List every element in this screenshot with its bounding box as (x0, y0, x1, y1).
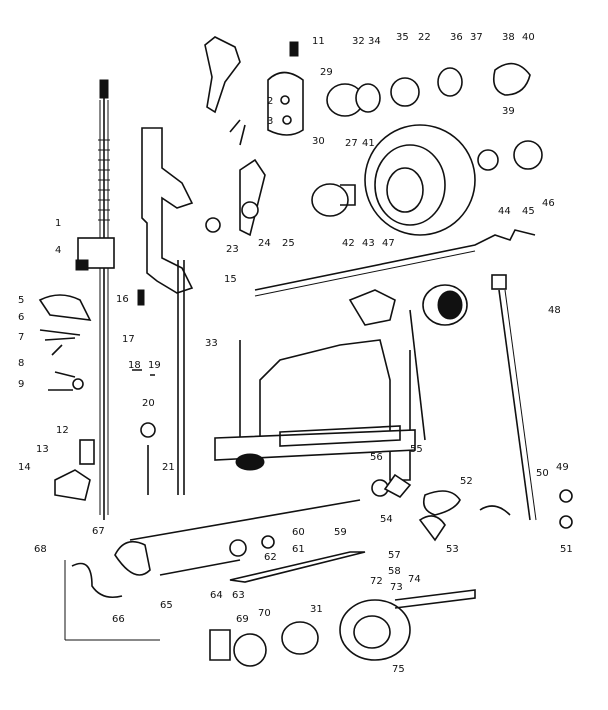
label-p42: 42 (342, 238, 355, 249)
label-p50: 50 (536, 468, 549, 479)
label-p4: 4 (55, 245, 61, 256)
label-p72: 72 (370, 576, 383, 587)
label-p37: 37 (470, 32, 483, 43)
label-p13: 13 (36, 444, 49, 455)
label-p69: 69 (236, 614, 249, 625)
label-p24: 24 (258, 238, 271, 249)
label-p43: 43 (362, 238, 375, 249)
label-p41: 41 (362, 138, 375, 149)
label-p40: 40 (522, 32, 535, 43)
label-p66: 66 (112, 614, 125, 625)
label-p23: 23 (226, 244, 239, 255)
main-shaft (254, 229, 536, 297)
label-p20: 20 (142, 398, 155, 409)
machine-frame (214, 284, 468, 481)
label-p18: 18 (128, 360, 141, 371)
label-p47: 47 (382, 238, 395, 249)
label-p3: 3 (267, 116, 273, 127)
label-p46: 46 (542, 198, 555, 209)
label-p7: 7 (18, 332, 24, 343)
label-p65: 65 (160, 600, 173, 611)
connecting-rod (491, 274, 573, 529)
label-p21: 21 (162, 462, 175, 473)
part-labels: 1 2 3 4 5 6 7 8 9 11 12 13 14 15 16 17 1… (18, 32, 573, 675)
crank-and-handwheel (205, 124, 543, 237)
label-p29: 29 (320, 67, 333, 78)
label-p19: 19 (148, 360, 161, 371)
label-p38: 38 (502, 32, 515, 43)
label-p17: 17 (122, 334, 135, 345)
label-p64: 64 (210, 590, 223, 601)
label-p75: 75 (392, 664, 405, 675)
label-p60: 60 (292, 527, 305, 538)
label-p61: 61 (292, 544, 305, 555)
lower-shaft (114, 473, 511, 576)
label-p48: 48 (548, 305, 561, 316)
label-p70: 70 (258, 608, 271, 619)
label-p52: 52 (460, 476, 473, 487)
label-p67: 67 (92, 526, 105, 537)
label-p39: 39 (502, 106, 515, 117)
feed-rod (71, 535, 366, 599)
label-p8: 8 (18, 358, 24, 369)
label-p54: 54 (380, 514, 393, 525)
label-p49: 49 (556, 462, 569, 473)
label-p34: 34 (368, 36, 381, 47)
label-p57: 57 (388, 550, 401, 561)
label-p11: 11 (312, 36, 325, 47)
label-p6: 6 (18, 312, 24, 323)
presser-bar-assembly (38, 79, 115, 520)
label-p2: 2 (267, 96, 273, 107)
label-p63: 63 (232, 590, 245, 601)
label-p53: 53 (446, 544, 459, 555)
label-p36: 36 (450, 32, 463, 43)
label-p55: 55 (410, 444, 423, 455)
label-p5: 5 (18, 295, 24, 306)
label-p32: 32 (352, 36, 365, 47)
label-p73: 73 (390, 582, 403, 593)
label-p68: 68 (34, 544, 47, 555)
label-p44: 44 (498, 206, 511, 217)
label-p1: 1 (55, 218, 61, 229)
label-p58: 58 (388, 566, 401, 577)
label-p22: 22 (418, 32, 431, 43)
label-p27: 27 (345, 138, 358, 149)
label-p31: 31 (310, 604, 323, 615)
label-p30: 30 (312, 136, 325, 147)
label-p12: 12 (56, 425, 69, 436)
label-p33: 33 (205, 338, 218, 349)
label-p35: 35 (396, 32, 409, 43)
label-p56: 56 (370, 452, 383, 463)
label-p15: 15 (224, 274, 237, 285)
upper-parts-row (204, 36, 531, 146)
label-p25: 25 (282, 238, 295, 249)
label-p62: 62 (264, 552, 277, 563)
label-p45: 45 (522, 206, 535, 217)
needle-bar-frame (132, 127, 194, 495)
bobbin-hook-assembly (64, 560, 476, 667)
label-p16: 16 (116, 294, 129, 305)
label-p74: 74 (408, 574, 421, 585)
label-p59: 59 (334, 527, 347, 538)
label-p14: 14 (18, 462, 31, 473)
label-p51: 51 (560, 544, 573, 555)
label-p9: 9 (18, 379, 24, 390)
